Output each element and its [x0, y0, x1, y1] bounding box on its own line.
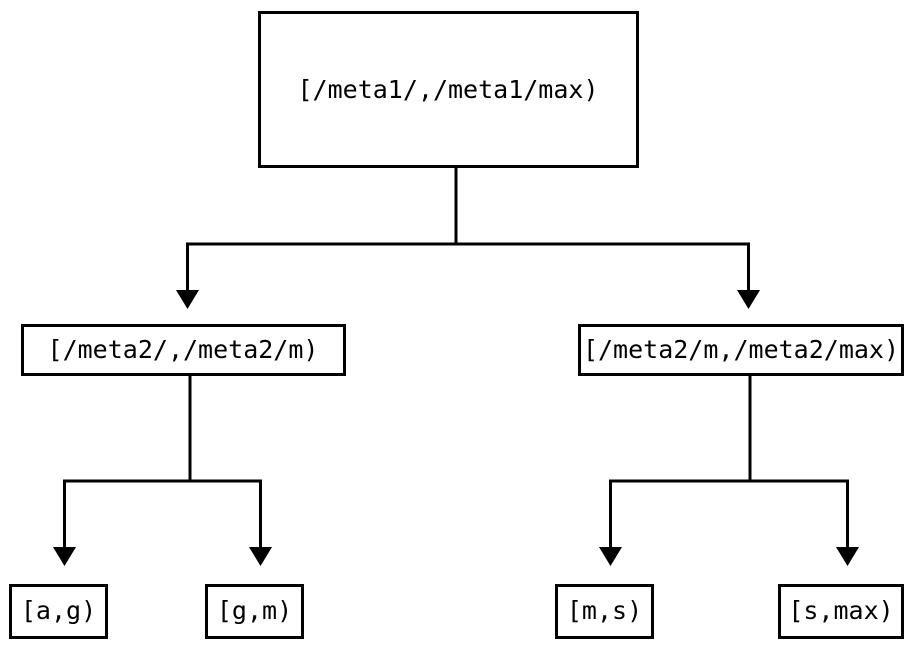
node-leaf-4-box[interactable] [778, 584, 904, 639]
arrowhead-root-to-mid-left-icon [176, 290, 199, 309]
node-leaf-1-box[interactable] [9, 584, 108, 639]
node-leaf-3[interactable]: [m,s) [555, 584, 654, 639]
node-root[interactable]: [/meta1/,/meta1/max) [258, 11, 639, 168]
node-leaf-3-box[interactable] [555, 584, 654, 639]
node-mid-left-label: [/meta2/,/meta2/m) [48, 335, 319, 364]
node-leaf-1-label: [a,g) [21, 596, 96, 625]
node-root-box[interactable] [258, 11, 639, 168]
node-mid-left[interactable]: [/meta2/,/meta2/m) [21, 324, 346, 376]
node-leaf-1[interactable]: [a,g) [9, 584, 108, 639]
edge-midright-to-leaves-group [599, 375, 859, 566]
arrowhead-midleft-to-leaf2-icon [249, 547, 272, 566]
arrowhead-midright-to-leaf3-icon [599, 547, 622, 566]
node-leaf-4-label: [s,max) [788, 596, 893, 625]
node-leaf-2-label: [g,m) [217, 596, 292, 625]
node-leaf-3-label: [m,s) [567, 596, 642, 625]
node-leaf-2[interactable]: [g,m) [205, 584, 304, 639]
node-leaf-2-box[interactable] [205, 584, 304, 639]
edge-midleft-to-leaves-group [53, 375, 272, 566]
node-mid-right-label: [/meta2/m,/meta2/max) [583, 335, 899, 364]
node-mid-right[interactable]: [/meta2/m,/meta2/max) [578, 324, 904, 376]
node-mid-left-box[interactable] [21, 324, 346, 376]
arrowhead-midleft-to-leaf1-icon [53, 547, 76, 566]
arrowhead-midright-to-leaf4-icon [836, 547, 859, 566]
node-root-label: [/meta1/,/meta1/max) [297, 75, 598, 104]
edge-root-to-mid-group [176, 167, 760, 309]
node-leaf-4[interactable]: [s,max) [778, 584, 904, 639]
node-mid-right-box[interactable] [578, 324, 904, 376]
arrowhead-root-to-mid-right-icon [737, 290, 760, 309]
